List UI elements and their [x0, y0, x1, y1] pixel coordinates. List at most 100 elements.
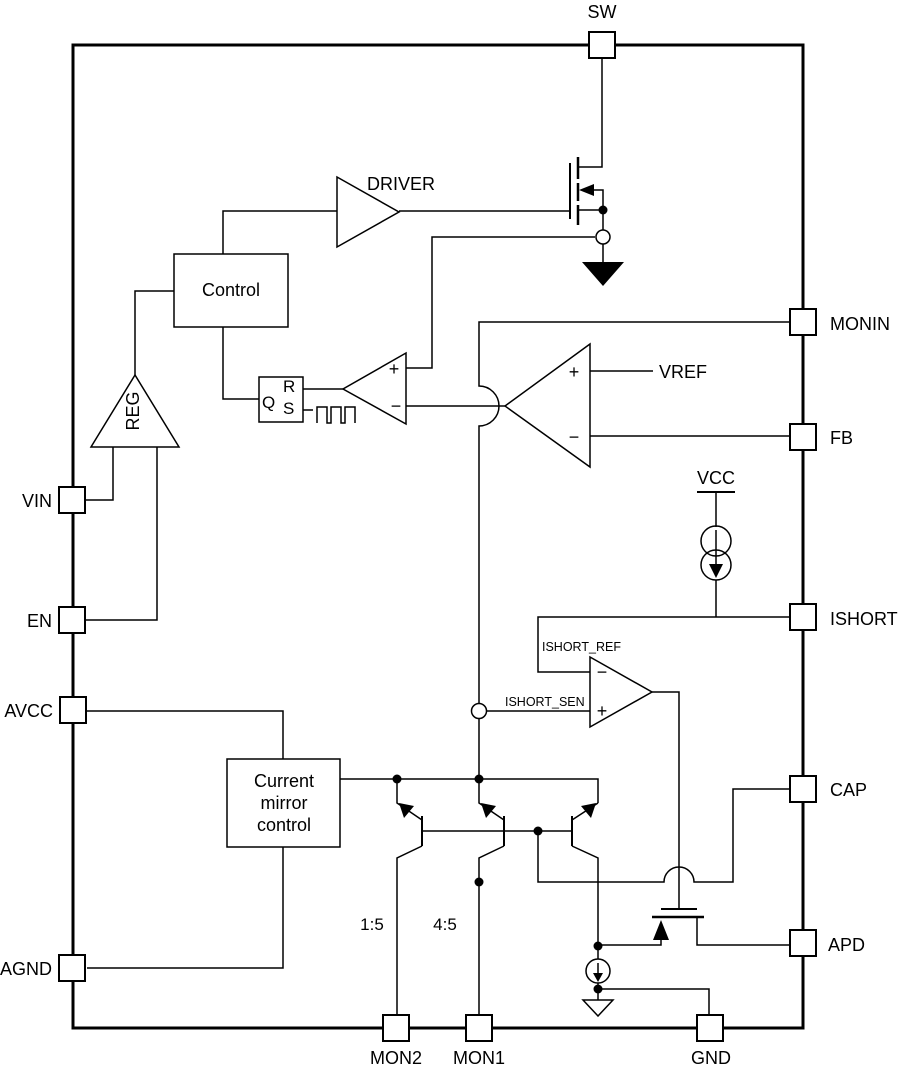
wire-ishort-out [652, 691, 680, 909]
wire-cap [537, 788, 790, 883]
pin-label: MONIN [830, 314, 890, 334]
pin-avcc: AVCC [4, 696, 87, 724]
pin-label: GND [691, 1048, 731, 1068]
error-amp: + − VREF [503, 342, 707, 469]
cmc-line3: control [257, 815, 311, 835]
junction-dot [474, 877, 484, 887]
current-mirror-control-box [226, 758, 341, 848]
pin-square [789, 423, 817, 451]
junction-dot [593, 984, 603, 994]
t3-arrow-icon [581, 803, 596, 818]
cmc-line1: Current [254, 771, 314, 791]
flip-flop-q-label: Q [262, 393, 275, 412]
pwm-plus-label: + [389, 359, 400, 379]
t1-emitter [396, 779, 423, 821]
t3-collector [571, 845, 599, 946]
wire-avcc [87, 710, 284, 759]
pin-square [588, 31, 616, 59]
wire-sense [406, 236, 595, 369]
pin-square [789, 603, 817, 631]
open-ground-icon [581, 999, 615, 1018]
vcc-label: VCC [697, 468, 735, 488]
pin-square [58, 606, 86, 634]
junctions [392, 205, 611, 994]
pin-square [382, 1014, 410, 1042]
pin-sw: SW [588, 2, 617, 59]
vcc-current-source: VCC [697, 468, 735, 617]
t2-emitter [478, 779, 505, 821]
pin-square [789, 929, 817, 957]
junction-dot [533, 826, 543, 836]
regulator-block: REG [89, 373, 181, 448]
mirror-ratio-left-label: 1:5 [360, 915, 384, 934]
flip-flop-r-label: R [283, 377, 295, 396]
control-label: Control [202, 280, 260, 300]
pin-monin: MONIN [789, 308, 890, 336]
pin-square [789, 775, 817, 803]
open-node-ishort-sen [470, 702, 488, 720]
power-mosfet [569, 157, 624, 286]
current-mirror-control: Current mirror control [226, 758, 341, 848]
pin-gnd: GND [691, 1014, 731, 1068]
driver-triangle-icon [336, 175, 401, 249]
flip-flop-s-label: S [283, 399, 294, 418]
t1-arrow-icon [399, 803, 414, 818]
pin-label: VIN [22, 491, 52, 511]
wire-sw-drain [579, 58, 603, 168]
err-plus-label: + [569, 362, 580, 382]
pin-label: AVCC [4, 701, 53, 721]
pin-fb: FB [789, 423, 853, 451]
pin-en: EN [27, 606, 86, 634]
driver-buffer: DRIVER [336, 174, 435, 249]
pin-apd: APD [789, 929, 865, 957]
pwm-comparator: + − [341, 351, 407, 426]
pin-label: CAP [830, 780, 867, 800]
pin-square [789, 308, 817, 336]
pin-vin: VIN [22, 486, 86, 514]
clock-waveform-icon [316, 406, 356, 424]
pin-label: APD [828, 935, 865, 955]
t1-collector [396, 845, 423, 1015]
wire-reg-control [134, 290, 174, 375]
ishort-comparator: − + ISHORT_REF ISHORT_SEN [505, 640, 654, 729]
ishort-plus-label: + [597, 701, 608, 721]
pin-label: MON1 [453, 1048, 505, 1068]
mirror-ratio-right-label: 4:5 [433, 915, 457, 934]
pin-square [58, 486, 86, 514]
pin-ishort: ISHORT [789, 603, 898, 631]
pwm-comparator-triangle-icon [341, 351, 407, 426]
open-node-sw [595, 229, 611, 245]
apd-source-circle [585, 958, 611, 984]
pin-mon2: MON2 [370, 1014, 422, 1068]
flip-flop-box [258, 376, 304, 423]
junction-dot [392, 774, 402, 784]
cmc-line2: mirror [261, 793, 308, 813]
junction-dot [598, 205, 608, 215]
junction-dot [474, 774, 484, 784]
pin-square [58, 954, 86, 982]
wire-control-q [222, 327, 259, 400]
ishort-minus-label: − [597, 662, 608, 682]
pin-square [696, 1014, 724, 1042]
wire-mirror-rail [340, 778, 599, 803]
err-minus-label: − [569, 427, 580, 447]
reg-triangle-icon [89, 373, 181, 448]
pin-label: MON2 [370, 1048, 422, 1068]
mirror-transistor-2 [478, 779, 505, 1015]
wire-vin-reg [86, 447, 114, 501]
mirror-transistor-3 [571, 802, 599, 946]
pin-square [59, 696, 87, 724]
apd-mosfet [598, 908, 790, 946]
apd-current-source [581, 958, 615, 1018]
control-block: Control [173, 253, 289, 328]
pin-label: SW [588, 2, 617, 22]
apd-fet-source-wire [598, 940, 662, 946]
driver-label: DRIVER [367, 174, 435, 194]
ishort-ref-label: ISHORT_REF [542, 640, 621, 654]
pin-label: AGND [0, 959, 52, 979]
flip-flop: Q R S [258, 376, 356, 424]
wire-gnd-net [597, 946, 710, 1015]
pwm-minus-label: − [391, 396, 402, 416]
